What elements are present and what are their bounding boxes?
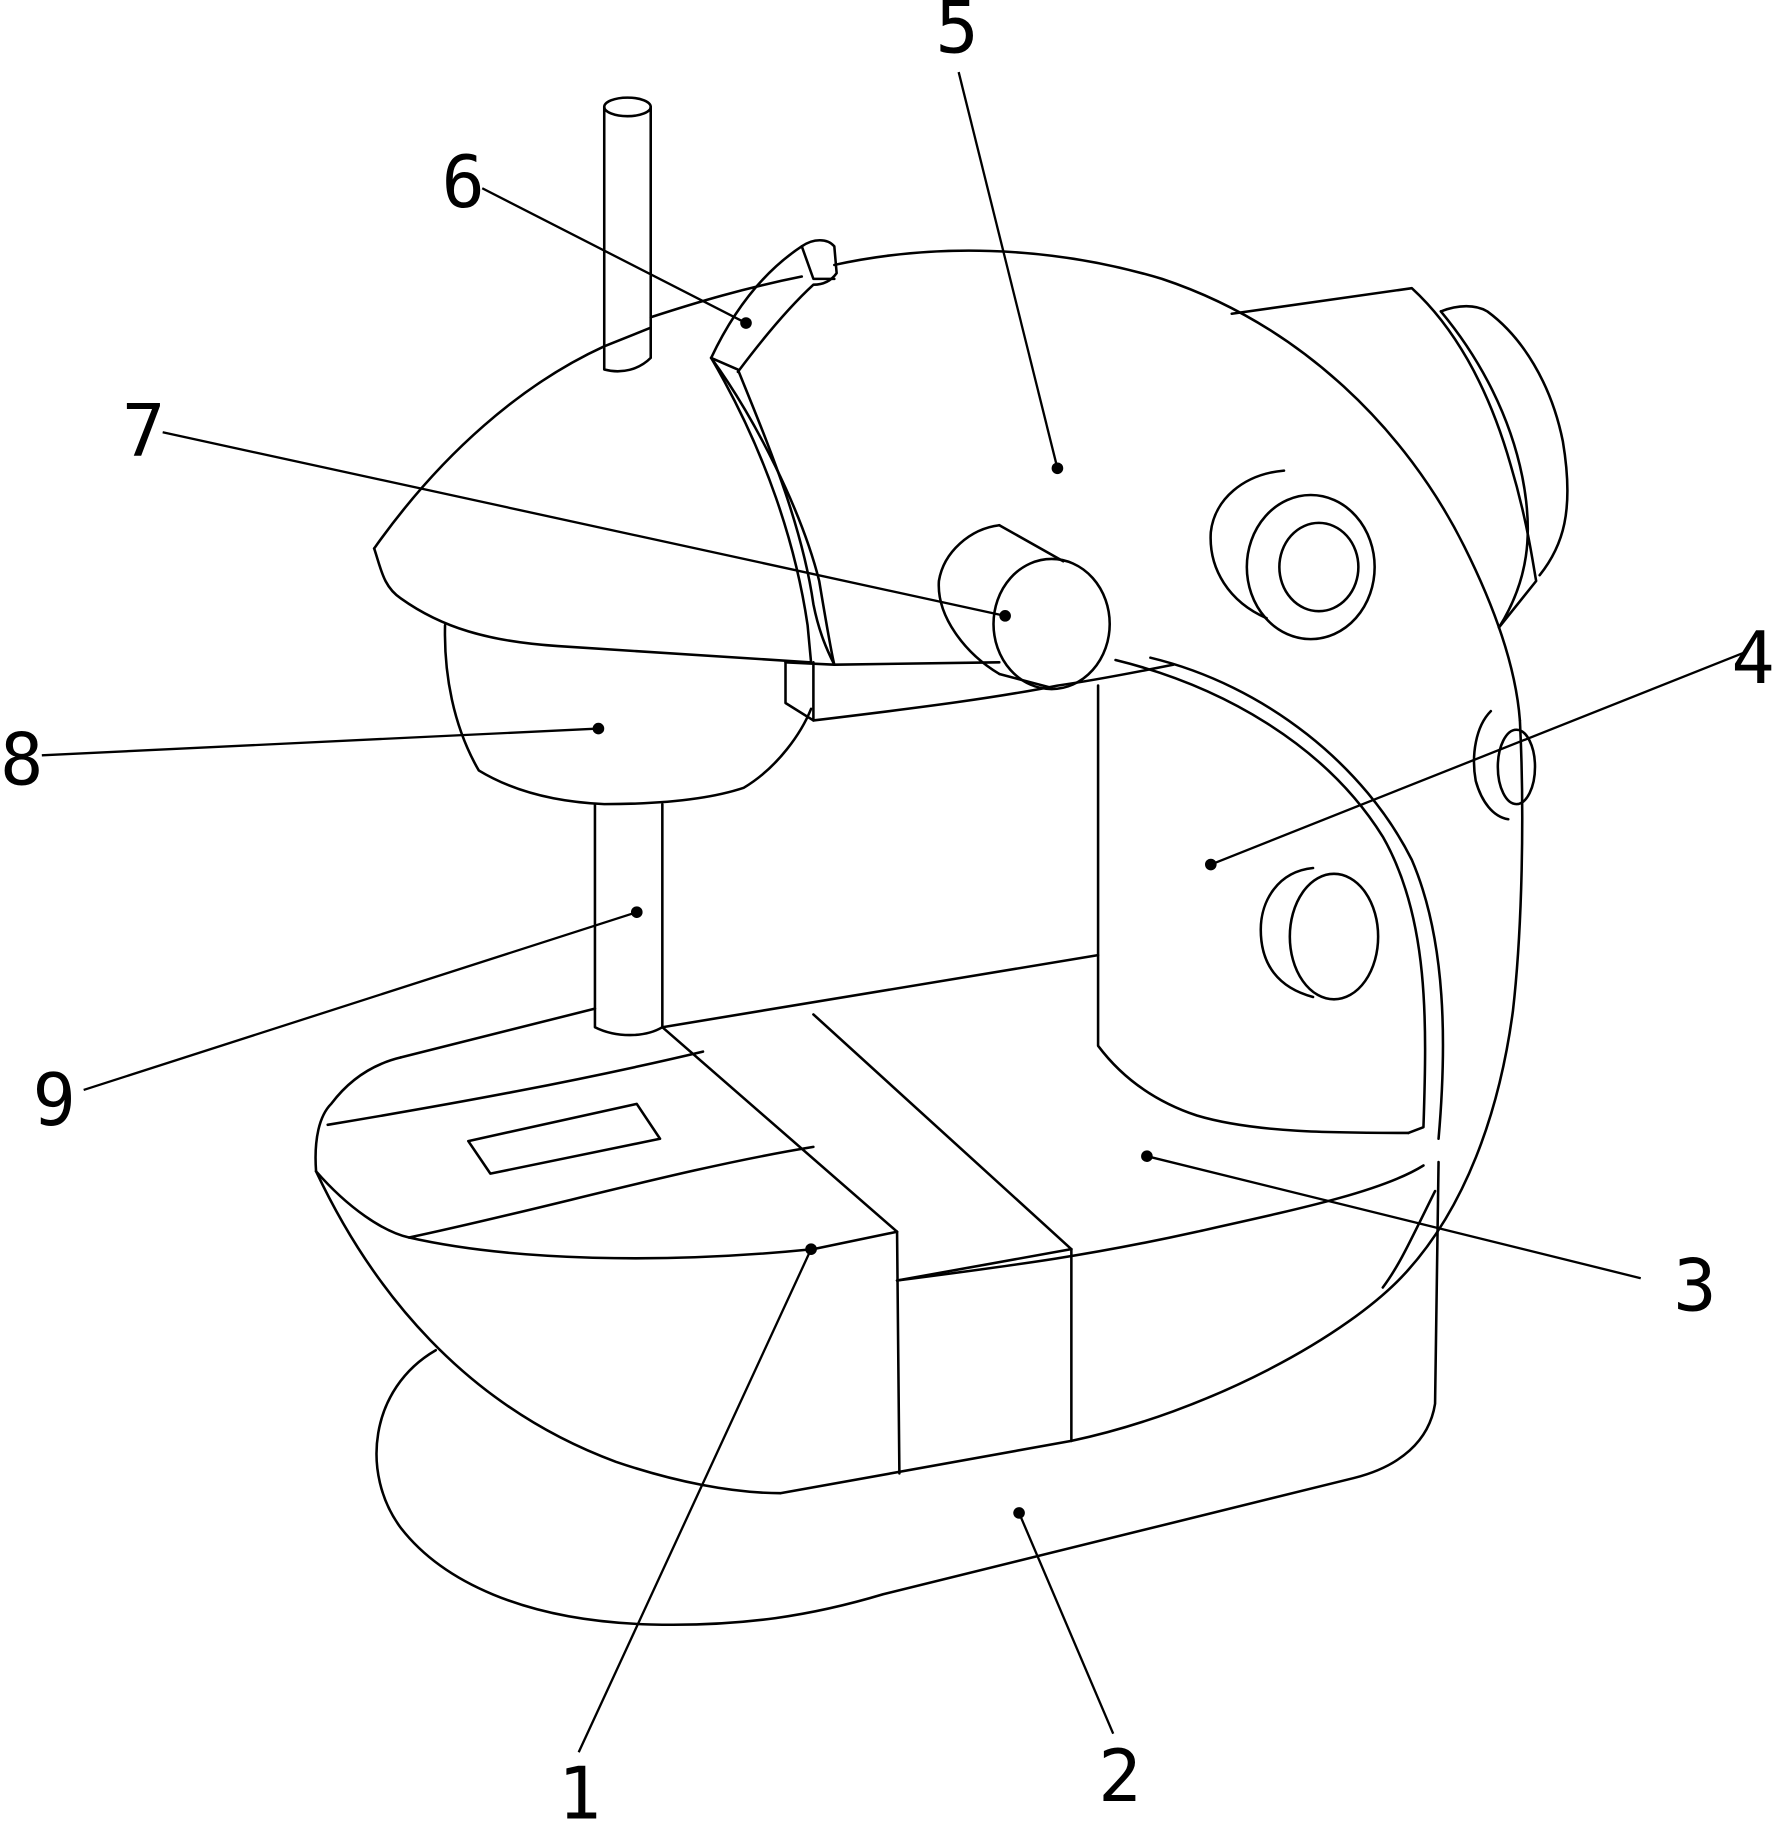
pillar-left-edge xyxy=(1096,684,1410,1135)
thread-lever xyxy=(709,238,838,374)
face-cap-front xyxy=(372,356,813,664)
cover-block-top xyxy=(895,1247,1073,1282)
leader-3 xyxy=(1146,1155,1642,1280)
dot-7 xyxy=(999,610,1011,622)
label-3: 3 xyxy=(1673,1244,1716,1328)
dot-8 xyxy=(592,722,605,735)
leader-8 xyxy=(41,727,599,757)
dot-4 xyxy=(1204,858,1217,871)
dot-3 xyxy=(1141,1150,1153,1162)
label-1: 1 xyxy=(558,1752,601,1828)
leader-2 xyxy=(1018,1512,1115,1735)
cover-block-diagonal-left xyxy=(661,1025,899,1233)
side-dial-lower-body xyxy=(1259,866,1315,999)
body-front-top-edge xyxy=(314,1170,899,1260)
label-5: 5 xyxy=(935,0,978,69)
front-knob-body xyxy=(937,523,1001,676)
leader-1 xyxy=(577,1248,813,1753)
body-left-cap xyxy=(314,1056,403,1173)
needle-bar xyxy=(593,802,664,1037)
handwheel-rim xyxy=(1439,304,1569,577)
work-surface-back-edge xyxy=(399,1007,597,1059)
label-2: 2 xyxy=(1098,1734,1141,1818)
head-front-band-inner xyxy=(709,356,836,666)
base-plate-top-edge xyxy=(1381,1189,1437,1289)
head-step xyxy=(784,661,815,722)
side-dial-upper-body xyxy=(1209,469,1286,620)
body-front-curve xyxy=(314,1170,1073,1495)
work-surface-back-edge-2 xyxy=(661,953,1100,1029)
side-dial-upper-face xyxy=(1245,493,1376,641)
label-4: 4 xyxy=(1731,616,1774,700)
pillar-inner-arc xyxy=(1114,658,1427,1135)
leader-9 xyxy=(83,911,638,1092)
side-switch-cap xyxy=(1496,728,1537,806)
front-knob-sides xyxy=(998,523,1065,690)
head-underside xyxy=(812,663,1175,722)
label-8: 8 xyxy=(0,717,43,801)
head-top-arc xyxy=(833,249,1522,722)
body-right-curve xyxy=(1070,719,1524,1443)
leader-5 xyxy=(957,71,1059,469)
dot-6 xyxy=(740,317,752,329)
thread-lever-tip xyxy=(800,245,836,281)
side-dial-lower-face xyxy=(1288,872,1380,1001)
leader-4 xyxy=(1210,651,1744,866)
spool-pin xyxy=(602,105,652,373)
work-surface-mid-line xyxy=(407,1145,815,1239)
side-switch xyxy=(1472,709,1510,821)
spool-pin-top xyxy=(602,96,652,118)
head-left-arc xyxy=(649,275,804,319)
cover-block-diagonal-right xyxy=(812,1013,1073,1251)
dot-1 xyxy=(805,1243,817,1255)
display-window xyxy=(467,1102,662,1175)
label-9: 9 xyxy=(33,1058,76,1142)
work-surface-front-right xyxy=(895,1164,1425,1282)
label-7: 7 xyxy=(122,389,165,473)
front-knob-face xyxy=(992,557,1111,691)
side-dial-upper-center xyxy=(1278,521,1360,613)
head-front-band xyxy=(709,356,1001,666)
dot-9 xyxy=(630,906,643,918)
face-cap-top xyxy=(372,326,652,550)
work-surface-left-line xyxy=(326,1050,705,1127)
dot-5 xyxy=(1051,462,1064,475)
handwheel-housing xyxy=(1230,286,1538,629)
base-plate-outline xyxy=(375,1160,1440,1627)
needle-head xyxy=(443,623,813,806)
cover-block-vertical-left xyxy=(895,1230,901,1475)
leader-7 xyxy=(162,431,1006,617)
leader-6 xyxy=(481,187,747,325)
dot-2 xyxy=(1013,1507,1025,1519)
label-6: 6 xyxy=(442,140,485,224)
pillar-outer-arc xyxy=(1149,656,1445,1141)
handwheel-inner xyxy=(1439,310,1530,629)
